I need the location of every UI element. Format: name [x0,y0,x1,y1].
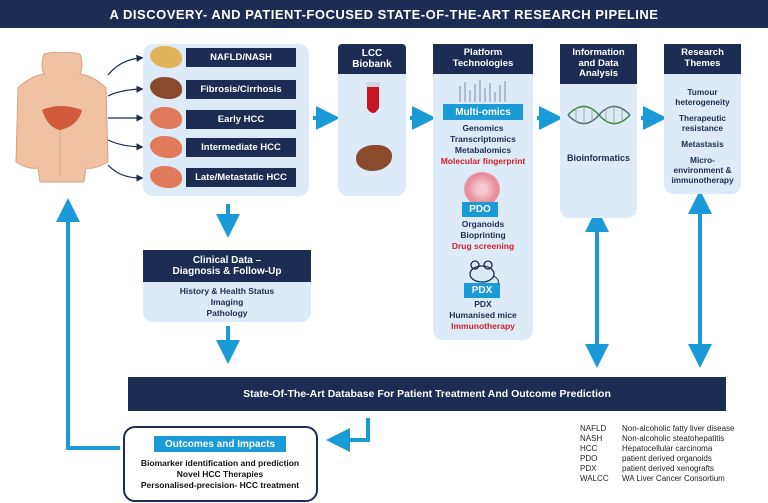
legend-abbr: PDX [580,464,597,473]
legend-desc: WA Liver Cancer Consortium [622,474,725,483]
pdo-item-organoids: Organoids [461,219,505,229]
theme-tumour-heterogeneity: Tumour heterogeneity [675,87,730,107]
legend-abbr: HCC [580,444,598,453]
outcomes-header: Outcomes and Impacts [154,436,286,452]
clinical-header-line2: Diagnosis & Follow-Up [172,266,282,277]
multiomics-tag: Multi-omics [443,104,523,120]
clinical-item-imaging: Imaging [210,297,244,308]
themes-header-line1: Research [681,47,724,59]
multiomics-list: Genomics Transcriptomics Metabalomics Mo… [433,123,533,167]
bioinformatics-label: Bioinformatics [566,153,630,163]
stage-intermediate-hcc: Intermediate HCC [186,138,296,157]
multiomics-item-genomics: Genomics [462,123,504,133]
theme-metastasis: Metastasis [681,138,724,149]
pipeline-title: A DISCOVERY- AND PATIENT-FOCUSED STATE-O… [0,0,768,28]
stage-early-hcc: Early HCC [186,110,296,129]
blood-tube-icon [366,82,380,113]
body-to-stage-arrows [107,54,144,182]
dna-helix-icon [567,105,631,125]
legend-desc: Non-alcoholic fatty liver disease [622,424,735,433]
biobank-header-line2: Biobank [352,59,392,70]
clinical-header-line1: Clinical Data – [192,254,262,266]
biobank-header-line1: LCC [361,47,383,59]
early-hcc-liver-icon [150,107,182,129]
info-header-line1: Information [572,46,625,58]
legend-abbr: NASH [580,434,603,443]
info-header: Information and Data Analysis [560,44,637,84]
stage-fibrosis-cirrhosis: Fibrosis/Cirrhosis [186,80,296,99]
outcome-novel-therapies: Novel HCC Therapies [176,469,264,480]
pdx-highlight: Immunotherapy [451,321,515,332]
themes-header: Research Themes [664,44,741,74]
stage-late-metastatic-hcc: Late/Metastatic HCC [186,168,296,187]
liver-tissue-icon [356,145,392,171]
pdx-list: PDX Humanised mice Immunotherapy [433,299,533,332]
biobank-header: LCC Biobank [338,44,406,74]
fatty-liver-icon [150,46,182,68]
outcome-personalised-treatment: Personalised-precision- HCC treatment [140,480,300,491]
mouse-icon [469,260,499,284]
legend-abbr: WALCC [580,474,609,483]
stage-nafld-nash: NAFLD/NASH [186,48,296,67]
legend-abbr: NAFLD [580,424,607,433]
clinical-item-pathology: Pathology [206,308,248,319]
database-bar: State-Of-The-Art Database For Patient Tr… [128,377,726,411]
info-header-line3: Analysis [578,68,619,80]
legend-row: NAFLD Non-alcoholic fatty liver disease [580,424,765,434]
pdx-item-humanised-mice: Humanised mice [449,310,517,321]
abbreviation-legend: NAFLD Non-alcoholic fatty liver disease N… [580,424,765,484]
late-hcc-liver-icon [150,166,182,188]
multiomics-item-metabalomics: Metabalomics [454,145,512,156]
clinical-list: History & Health Status Imaging Patholog… [143,286,311,319]
theme-microenvironment-immunotherapy: Micro-environment & immunotherapy [671,154,734,185]
legend-abbr: PDO [580,454,598,463]
legend-row: WALCC WA Liver Cancer Consortium [580,474,765,484]
legend-row: NASH Non-alcoholic steatohepatitis [580,434,765,444]
legend-desc: Non-alcoholic steatohepatitis [622,434,725,443]
outcomes-list: Biomarker identification and prediction … [126,458,314,491]
platform-header-line2: Technologies [452,58,514,69]
pdx-item-pdx: PDX [474,299,492,309]
platform-header-line1: Platform [463,47,503,59]
sequencing-plot-icon [459,80,506,102]
pdo-highlight: Drug screening [451,241,515,252]
multiomics-item-transcriptomics: Transcriptomics [450,134,516,145]
outcome-biomarker: Biomarker identification and prediction [140,458,300,468]
clinical-header: Clinical Data – Diagnosis & Follow-Up [143,250,311,282]
info-header-line2: and Data [578,57,619,69]
pdx-tag: PDX [464,283,500,298]
organoid-icon [464,172,500,206]
themes-list: Tumour heterogeneity Therapeutic resista… [668,87,737,186]
legend-row: HCC Hepatocellular carcinoma [580,444,765,454]
platform-header: Platform Technologies [433,44,533,74]
legend-desc: patient derived xenografts [622,464,715,473]
themes-header-line2: Themes [684,58,721,69]
legend-desc: patient derived organoids [622,454,712,463]
legend-row: PDO patient derived organoids [580,454,765,464]
pdo-tag: PDO [462,202,498,217]
legend-desc: Hepatocellular carcinoma [622,444,713,453]
pdo-list: Organoids Bioprinting Drug screening [433,219,533,252]
theme-therapeutic-resistance: Therapeutic resistance [678,112,727,133]
human-body-icon [15,52,109,183]
multiomics-highlight: Molecular fingerprint [440,156,526,167]
clinical-item-history: History & Health Status [179,286,275,296]
intermediate-hcc-liver-icon [150,136,182,158]
fibrotic-liver-icon [150,77,182,99]
pdo-item-bioprinting: Bioprinting [460,230,506,241]
legend-row: PDX patient derived xenografts [580,464,765,474]
